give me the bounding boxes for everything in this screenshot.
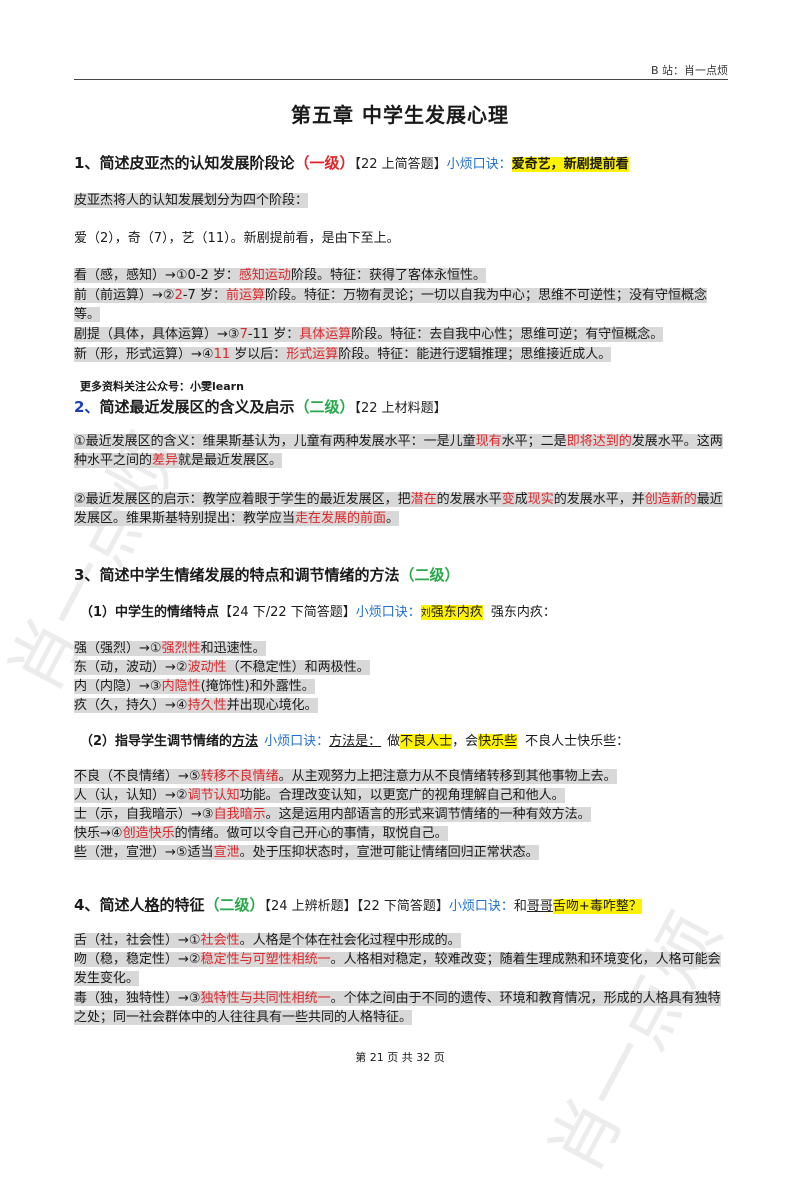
section-4-title: 简述人格的特征 xyxy=(99,896,205,914)
section-1-tip-label: 小烦口诀： xyxy=(446,157,512,172)
method-2: 人（认，认知）→②调节认知功能。合理改变认知，以更宽广的视角理解自己和他人。 xyxy=(74,788,565,803)
stage-3: 剧提（具体，具体运算）→③7-11 岁：具体运算阶段。特征：去自我中心性；思维可… xyxy=(74,327,664,342)
section-2-tag: 【22 上材料题】 xyxy=(354,401,447,416)
stage-2: 前（前运算）→②2-7 岁：前运算阶段。特征：万物有灵论；一切以自我为中心；思维… xyxy=(74,288,707,322)
personality-3: 毒（独，独特性）→③独特性与共同性相统一。个体之间由于不同的遗传、环境和教育情况… xyxy=(74,991,721,1025)
stage-4: 新（形，形式运算）→④11 岁以后：形式运算阶段。特征：能进行逻辑推理；思维接近… xyxy=(74,347,612,362)
section-1-tip: 爱奇艺，新剧提前看 xyxy=(511,157,629,172)
zpd-meaning: ①最近发展区的含义：维果斯基认为，儿童有两种发展水平：一是儿童现有水平；二是即将… xyxy=(74,434,723,468)
section-2-level: （二级） xyxy=(294,398,355,416)
trait-3: 内（内隐）→③内隐性(掩饰性)和外露性。 xyxy=(74,679,315,694)
method-3: 士（示，自我暗示）→③自我暗示。这是运用内部语言的形式来调节情绪的一种有效方法。 xyxy=(74,807,591,822)
method-1: 不良（不良情绪）→⑤转移不良情绪。从主观努力上把注意力从不良情绪转移到其他事物上… xyxy=(74,769,617,784)
emotion-traits-heading: （1）中学生的情绪特点【24 下/22 下简答题】小烦口诀：刘强东内疚强东内疚： xyxy=(80,605,556,620)
section-3-number: 3、 xyxy=(74,566,100,584)
chapter-title: 第五章 中学生发展心理 xyxy=(291,103,509,127)
zpd-implication: ②最近发展区的启示：教学应着眼于学生的最近发展区，把潜在的发展水平变成现实的发展… xyxy=(74,492,723,526)
section-1-number: 1、 xyxy=(74,154,100,172)
method-4: 快乐→④创造快乐的情绪。做可以令自己开心的事情，取悦自己。 xyxy=(74,826,448,841)
section-1-intro: 皮亚杰将人的认知发展划分为四个阶段： xyxy=(74,193,309,208)
section-2-title: 简述最近发展区的含义及启示 xyxy=(99,398,295,416)
section-4-number: 4、 xyxy=(74,896,100,914)
section-1-heading: 1、简述皮亚杰的认知发展阶段论（一级）【22 上简答题】小烦口诀：爱奇艺，新剧提… xyxy=(74,152,629,173)
page-number: 第 21 页 共 32 页 xyxy=(355,1051,445,1064)
emotion-methods-heading: （2）指导学生调节情绪的方法小烦口诀：方法是：做不良人士，会快乐些不良人士快乐些… xyxy=(80,734,630,749)
trait-2: 东（动，波动）→②波动性（不稳定性）和两极性。 xyxy=(74,660,370,675)
section-2-number: 2、 xyxy=(74,398,100,416)
section-1-title: 简述皮亚杰的认知发展阶段论 xyxy=(99,154,295,172)
section-1-tag: 【22 上简答题】 xyxy=(354,157,447,172)
trait-4: 疚（久，持久）→④持久性并出现心境化。 xyxy=(74,698,318,713)
personality-2: 吻（稳，稳定性）→②稳定性与可塑性相统一。人格相对稳定，较难改变；随着生理成熟和… xyxy=(74,952,721,986)
section-1-mnemonic: 爱（2），奇（7），艺（11）。新剧提前看，是由下至上。 xyxy=(74,231,400,246)
section-3-level: （二级） xyxy=(399,566,460,584)
section-4-heading: 4、简述人格的特征（二级）【24 上辨析题】【22 下简答题】小烦口诀：和哥哥舌… xyxy=(74,896,642,914)
section-3-title: 简述中学生情绪发展的特点和调节情绪的方法 xyxy=(99,566,400,584)
section-4-level: （二级） xyxy=(204,896,265,914)
section-2-heading: 2、简述最近发展区的含义及启示（二级）【22 上材料题】 xyxy=(74,396,447,417)
method-5: 些（泄，宣泄）→⑤适当宣泄。处于压抑状态时，宣泄可能让情绪回归正常状态。 xyxy=(74,845,539,860)
header-source: B 站：肖一点烦 xyxy=(650,64,728,77)
header-divider xyxy=(74,79,728,80)
section-3-heading: 3、简述中学生情绪发展的特点和调节情绪的方法（二级） xyxy=(74,564,459,585)
promo-text: 更多资料关注公众号：小雯learn xyxy=(80,380,244,393)
section-1-level: （一级） xyxy=(294,154,355,172)
trait-1: 强（强烈）→①强烈性和迅速性。 xyxy=(74,641,266,656)
stage-1: 看（感，感知）→①0-2 岁：感知运动阶段。特征：获得了客体永恒性。 xyxy=(74,268,486,283)
personality-1: 舌（社，社会性）→①社会性。人格是个体在社会化过程中形成的。 xyxy=(74,933,461,948)
